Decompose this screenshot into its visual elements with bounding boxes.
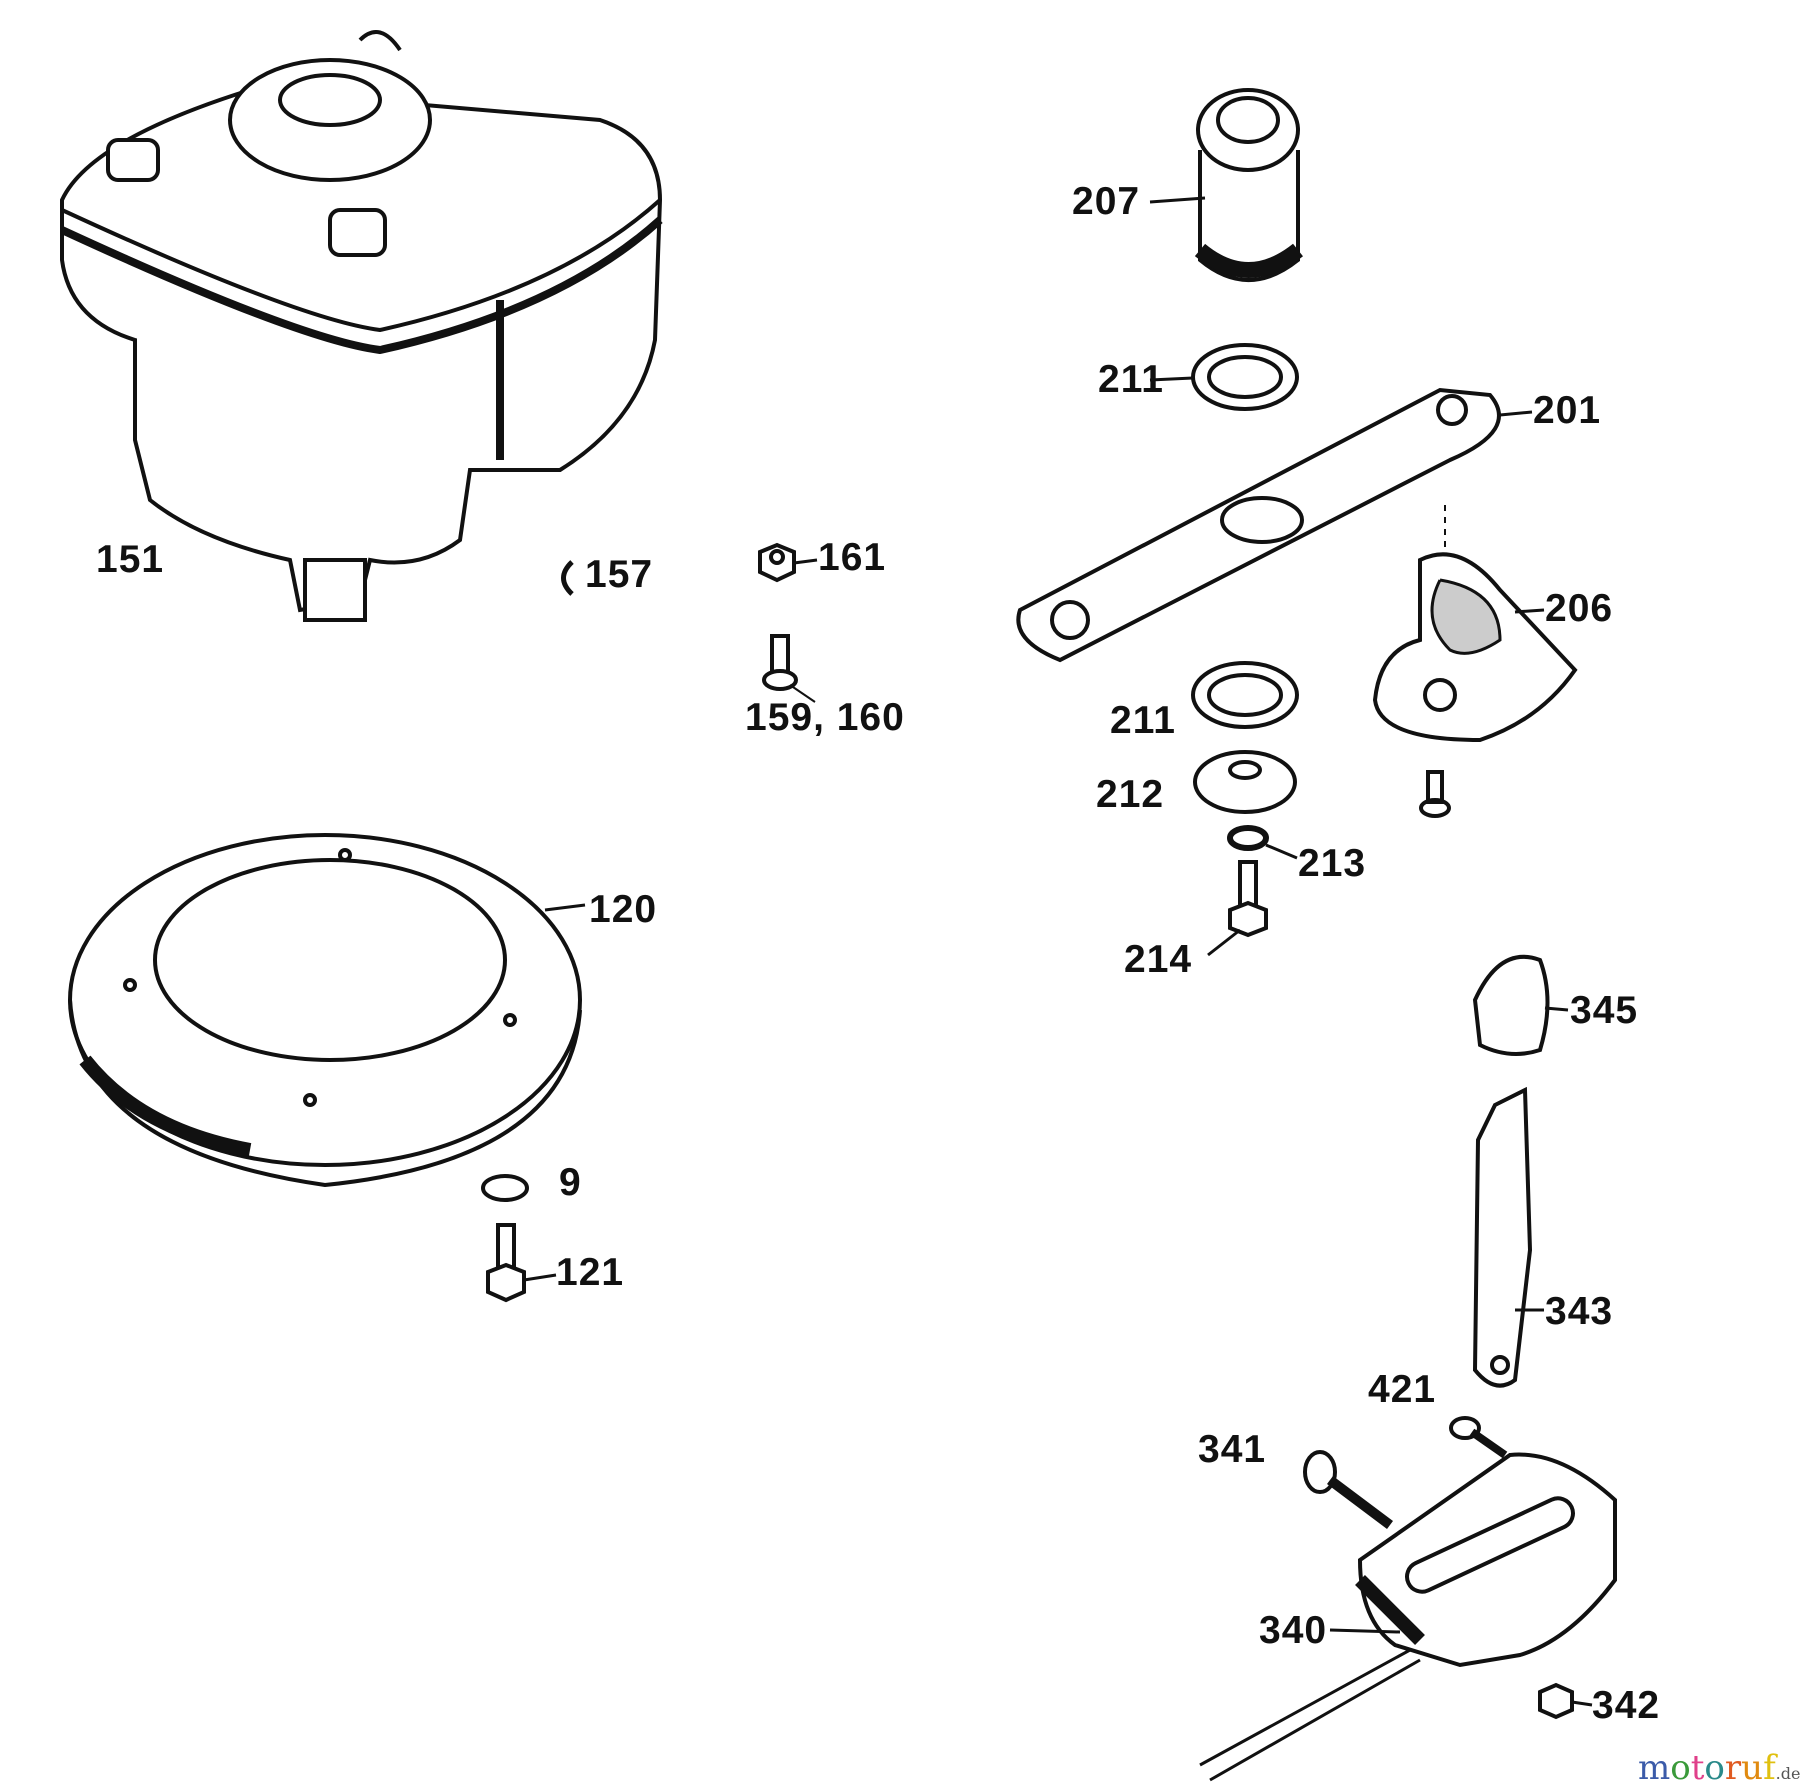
- cap-part-345: [1472, 954, 1550, 1056]
- watermark-letter: m: [1638, 1748, 1671, 1788]
- pulley-part-207: [1149, 88, 1303, 282]
- callout-345: 345: [1570, 989, 1639, 1032]
- callout-421: 421: [1368, 1368, 1437, 1411]
- callout-340: 340: [1259, 1609, 1328, 1652]
- callout-151: 151: [96, 538, 165, 581]
- housing-part-340: [1199, 1452, 1617, 1782]
- callout-157: 157: [585, 553, 654, 596]
- nut-part-161: [758, 542, 796, 583]
- callout-212: 212: [1096, 773, 1165, 816]
- screw-small: [1419, 770, 1451, 818]
- callout-121: 121: [556, 1251, 625, 1294]
- callout-159-160: 159, 160: [745, 696, 905, 739]
- washer-part-211-bottom: [1191, 661, 1299, 729]
- washer-part-211-top: [1191, 343, 1299, 411]
- key-part-157: [561, 560, 574, 596]
- blade-part-201: [1016, 387, 1533, 663]
- ring-part-120: [68, 833, 586, 1188]
- watermark-letter: r: [1724, 1748, 1742, 1788]
- callout-343: 343: [1545, 1290, 1614, 1333]
- callout-211-bottom: 211: [1110, 699, 1176, 742]
- callout-201: 201: [1533, 389, 1602, 432]
- callout-341: 341: [1198, 1428, 1267, 1471]
- lever-part-343: [1472, 1086, 1533, 1388]
- callout-206: 206: [1545, 587, 1614, 630]
- callout-161: 161: [818, 536, 887, 579]
- callout-342: 342: [1592, 1684, 1661, 1727]
- watermark-logo: motoruf.de: [1638, 1748, 1800, 1788]
- callout-120: 120: [589, 888, 658, 931]
- screw-part-421: [1449, 1416, 1508, 1459]
- callout-207: 207: [1072, 180, 1141, 223]
- watermark-letter: t: [1690, 1748, 1705, 1788]
- callout-214: 214: [1124, 938, 1193, 981]
- watermark-text: motoruf: [1638, 1748, 1776, 1788]
- callout-213: 213: [1298, 842, 1367, 885]
- callout-211-top: 211: [1098, 358, 1164, 401]
- watermark-letter: f: [1763, 1748, 1776, 1788]
- bolt-part-341: [1303, 1450, 1393, 1529]
- blade-tip-part-206: [1372, 552, 1578, 743]
- lockwasher-part-213: [1227, 825, 1269, 851]
- watermark-letter: o: [1670, 1748, 1691, 1788]
- hub-part-212: [1193, 750, 1297, 814]
- engine-part-151: [60, 30, 663, 622]
- bolt-part-214: [1207, 860, 1268, 957]
- watermark-letter: o: [1704, 1748, 1725, 1788]
- washer-part-9: [481, 1174, 529, 1202]
- screw-part-159-160: [762, 634, 816, 703]
- bolt-part-121: [486, 1223, 557, 1303]
- watermark-suffix: .de: [1775, 1764, 1800, 1783]
- watermark-letter: u: [1741, 1748, 1764, 1788]
- callout-9: 9: [559, 1161, 582, 1204]
- nut-part-342: [1538, 1682, 1574, 1720]
